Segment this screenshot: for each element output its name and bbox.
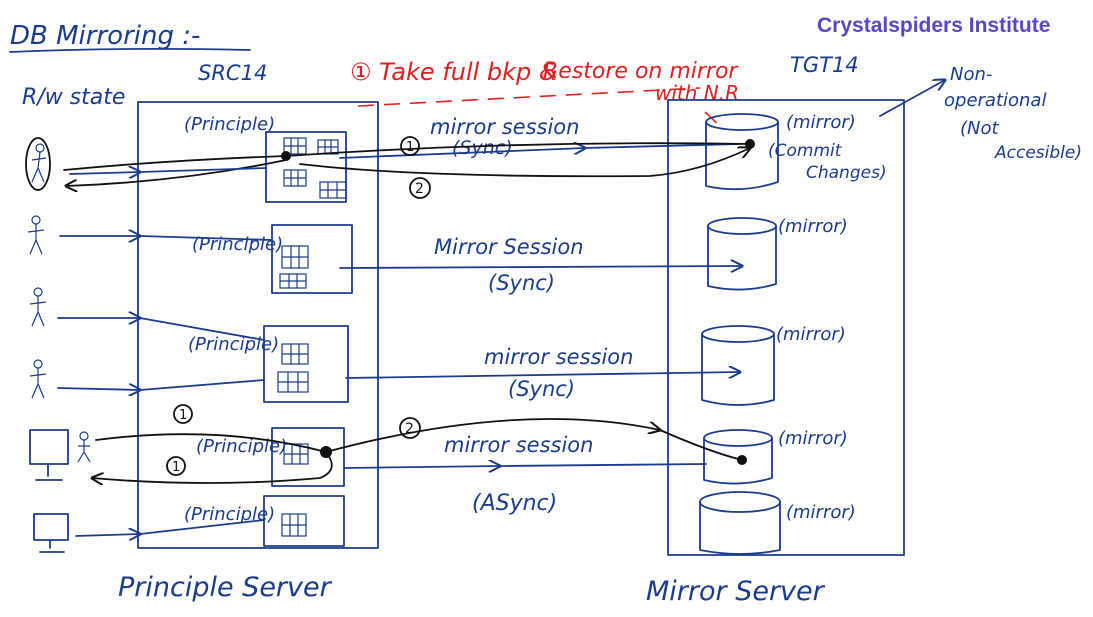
- user-3-icon: [29, 287, 47, 327]
- principal-3-inner-link-b: [139, 379, 265, 391]
- principle-label-1: (Principle): [184, 114, 275, 135]
- principal-3-inner-link: [139, 317, 265, 341]
- title-underline: [9, 47, 251, 53]
- marker-1-async-top: 1: [173, 404, 193, 424]
- session-2-arrow: [339, 266, 742, 268]
- principal-server-box: [137, 101, 379, 549]
- user-1-arrow: [69, 172, 140, 174]
- mirror-db-5: [699, 491, 781, 555]
- principal-db-4: [271, 427, 345, 487]
- session-4-title: mirror session: [444, 433, 593, 457]
- principal-db-1: [265, 131, 347, 203]
- session-2-mode: (Sync): [488, 271, 555, 295]
- svg-text:1: 1: [179, 408, 187, 423]
- svg-text:1: 1: [172, 460, 180, 475]
- svg-text:1: 1: [406, 140, 414, 155]
- session-1-mode: (Sync): [452, 137, 513, 159]
- async-ack-line: [92, 451, 333, 483]
- principle-label-3: (Principle): [188, 334, 279, 355]
- user-4-arrow: [57, 388, 140, 390]
- brand-logo-text: Crystalspiders Institute: [817, 14, 1050, 37]
- principle-label-5: (Principle): [184, 504, 275, 525]
- async-write-line: [95, 433, 327, 453]
- mirror-db-3: [701, 325, 775, 406]
- marker-2-async: 2: [399, 417, 421, 439]
- mirror-db-1: [705, 113, 779, 191]
- principal-db-2: [271, 224, 353, 294]
- marker-1-session-1: 1: [400, 136, 420, 156]
- mirror-label-1: (mirror): [786, 112, 856, 133]
- client-write-line: [63, 155, 287, 171]
- session-2-title: Mirror Session: [434, 235, 584, 259]
- ack-return-line: [299, 148, 750, 178]
- step1-dashed-line: [357, 87, 701, 107]
- non-operational-line2: operational: [944, 90, 1046, 111]
- svg-text:2: 2: [405, 421, 414, 437]
- computer-2-arrow: [75, 534, 140, 536]
- user-2-icon: [27, 215, 45, 255]
- principal-server-label: Principle Server: [118, 572, 333, 603]
- marker-1-async-bottom: 1: [166, 456, 186, 476]
- step1-arrow-tip: [704, 111, 721, 127]
- principal-2-inner-link: [139, 235, 273, 241]
- session-4-arrow: [343, 466, 500, 468]
- principle-label-4: (Principle): [196, 436, 287, 457]
- user-4-icon: [29, 359, 47, 399]
- mirror-server-label: Mirror Server: [646, 576, 826, 607]
- non-operational-arrow: [879, 80, 945, 117]
- commit-changes-line1: (Commit: [768, 141, 843, 161]
- svg-text:2: 2: [415, 181, 424, 197]
- mirror-label-2: (mirror): [778, 216, 848, 237]
- non-operational-line3: (Not: [960, 118, 1000, 139]
- session-3-mode: (Sync): [508, 377, 575, 401]
- mirror-server-box: [667, 99, 905, 556]
- non-operational-line4: Accesible): [994, 143, 1082, 163]
- mirror-db-4: [703, 429, 773, 485]
- target-db-label: TGT14: [790, 53, 859, 77]
- session-3-title: mirror session: [484, 345, 633, 369]
- source-db-label: SRC14: [198, 61, 267, 85]
- commit-changes-line2: Changes): [806, 163, 887, 183]
- sync-commit-line: [285, 142, 751, 157]
- session-1-title: mirror session: [430, 115, 579, 139]
- computer-1-icon: [29, 429, 91, 481]
- computer-2-icon: [33, 513, 69, 553]
- step1-note-line3: with N.R: [655, 81, 739, 105]
- session-3-arrow: [345, 372, 740, 379]
- mirror-label-4: (mirror): [778, 428, 848, 449]
- client-ack-line: [66, 159, 287, 186]
- mirror-db-2: [707, 217, 777, 291]
- mirror-label-5: (mirror): [786, 502, 856, 523]
- diagram-title: DB Mirroring :-: [10, 21, 200, 51]
- rw-state-label: R/w state: [22, 85, 125, 110]
- principal-db-3: [263, 325, 349, 403]
- user-1-icon: [25, 137, 51, 191]
- session-1-forward-arrow: [339, 148, 585, 159]
- principal-5-inner-link: [139, 519, 265, 535]
- step1-note-line1: ① Take full bkp &: [350, 58, 558, 86]
- async-send-line: [325, 418, 660, 453]
- principal-1-inner-link: [139, 167, 267, 173]
- principal-db-5: [263, 495, 345, 547]
- step1-note-line2: Restore on mirror: [543, 59, 739, 84]
- mirror-label-3: (mirror): [776, 324, 846, 345]
- marker-2-session-1: 2: [409, 177, 431, 199]
- session-4-mode: (ASync): [472, 491, 557, 516]
- non-operational-line1: Non-: [950, 64, 992, 85]
